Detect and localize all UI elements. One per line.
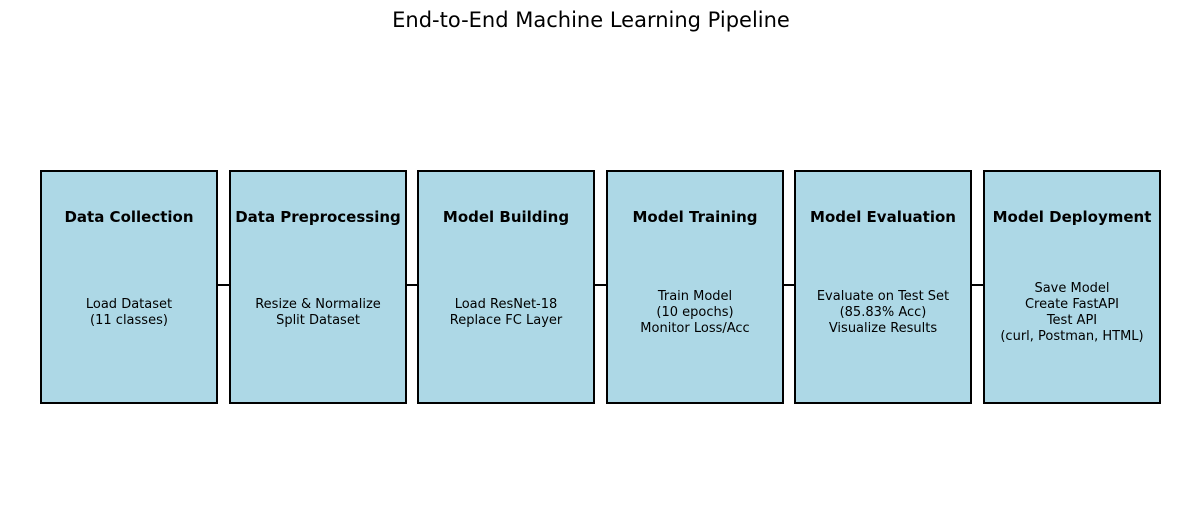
stage-line: Monitor Loss/Acc (640, 321, 750, 336)
stage-line: Replace FC Layer (449, 313, 563, 328)
stage-title: Model Training (632, 208, 758, 226)
stage-title: Data Collection (64, 208, 194, 226)
stage-body: Load ResNet-18 Replace FC Layer (409, 224, 603, 402)
stage-box-data-collection: Data Collection Load Dataset (11 classes… (40, 170, 218, 404)
stage-line: (11 classes) (90, 313, 168, 328)
stage-line: Load ResNet-18 (454, 297, 558, 312)
stage-box-model-training: Model Training Train Model (10 epochs) M… (606, 170, 784, 404)
stage-line: Test API (1046, 313, 1098, 328)
stage-body: Train Model (10 epochs) Monitor Loss/Acc (598, 224, 792, 402)
stage-line: Load Dataset (85, 297, 173, 312)
stage-line: Train Model (657, 289, 733, 304)
stage-line: Resize & Normalize (255, 297, 381, 312)
stage-title: Model Evaluation (810, 208, 956, 226)
stage-box-model-evaluation: Model Evaluation Evaluate on Test Set (8… (794, 170, 972, 404)
stage-body: Load Dataset (11 classes) (32, 224, 226, 402)
stage-body: Save Model Create FastAPI Test API (curl… (975, 224, 1169, 402)
stage-line: Evaluate on Test Set (816, 289, 950, 304)
stage-body: Evaluate on Test Set (85.83% Acc) Visual… (786, 224, 980, 402)
stage-title: Model Building (442, 208, 570, 226)
stage-line: Split Dataset (276, 313, 360, 328)
stage-line: Create FastAPI (1024, 297, 1119, 312)
stage-line: Visualize Results (828, 321, 938, 336)
stage-box-model-building: Model Building Load ResNet-18 Replace FC… (417, 170, 595, 404)
stage-line: (85.83% Acc) (839, 305, 927, 320)
stage-line: Save Model (1034, 281, 1110, 296)
connector-line (784, 284, 794, 286)
stage-body: Resize & Normalize Split Dataset (221, 224, 415, 402)
stage-line: (10 epochs) (656, 305, 734, 320)
connector-line (972, 284, 983, 286)
stage-box-model-deployment: Model Deployment Save Model Create FastA… (983, 170, 1161, 404)
connector-line (218, 284, 229, 286)
connector-line (407, 284, 417, 286)
stage-title: Data Preprocessing (235, 208, 401, 226)
stage-box-data-preprocessing: Data Preprocessing Resize & Normalize Sp… (229, 170, 407, 404)
connector-line (595, 284, 606, 286)
stage-title: Model Deployment (992, 208, 1152, 226)
diagram-title: End-to-End Machine Learning Pipeline (392, 8, 790, 32)
stage-line: (curl, Postman, HTML) (1000, 329, 1144, 344)
